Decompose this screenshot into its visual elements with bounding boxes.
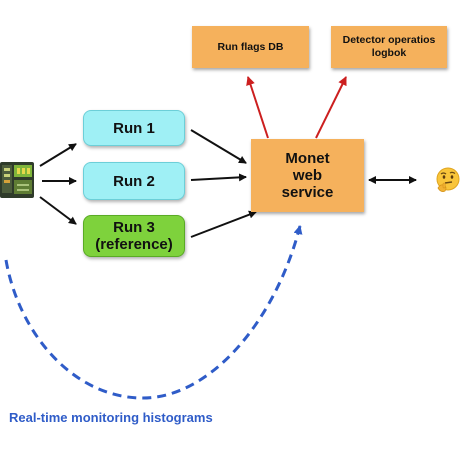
thinking-face-icon xyxy=(436,167,460,192)
detector-hardware-icon xyxy=(0,162,34,198)
run1-label: Run 1 xyxy=(113,119,155,137)
run1-box: Run 1 xyxy=(83,110,185,146)
real-time-monitoring-caption: Real-time monitoring histograms xyxy=(9,410,213,425)
run2-box: Run 2 xyxy=(83,162,185,200)
monet-label-line1: Monet xyxy=(285,150,330,167)
detector-logbook-box: Detector operatios logbok xyxy=(331,26,447,68)
run-flags-db-box: Run flags DB xyxy=(192,26,309,68)
dashed-monitoring-path xyxy=(4,225,303,400)
arrow-run3-to-monet xyxy=(190,210,257,238)
monet-label-line3: service xyxy=(281,184,334,201)
arrow-monet-to-run-flags-db xyxy=(246,76,269,139)
arrow-run2-to-monet xyxy=(190,173,247,182)
detector-logbook-label-line2: logbok xyxy=(371,47,407,59)
arrow-equipment-to-run1 xyxy=(39,143,77,167)
run-flags-db-label: Run flags DB xyxy=(217,40,284,53)
run2-label: Run 2 xyxy=(113,172,155,190)
monet-label-line2: web xyxy=(292,167,323,184)
monet-web-service-box: Monet web service xyxy=(251,139,364,212)
detector-logbook-label-line1: Detector operatios xyxy=(342,34,436,46)
arrow-run1-to-monet xyxy=(190,129,247,164)
run3-reference-box: Run 3 (reference) xyxy=(83,215,185,257)
arrow-monet-to-logbook xyxy=(315,76,347,139)
run3-label-line2: (reference) xyxy=(95,236,173,253)
run3-label-line1: Run 3 xyxy=(113,219,155,236)
arrow-equipment-to-run3 xyxy=(39,196,77,225)
